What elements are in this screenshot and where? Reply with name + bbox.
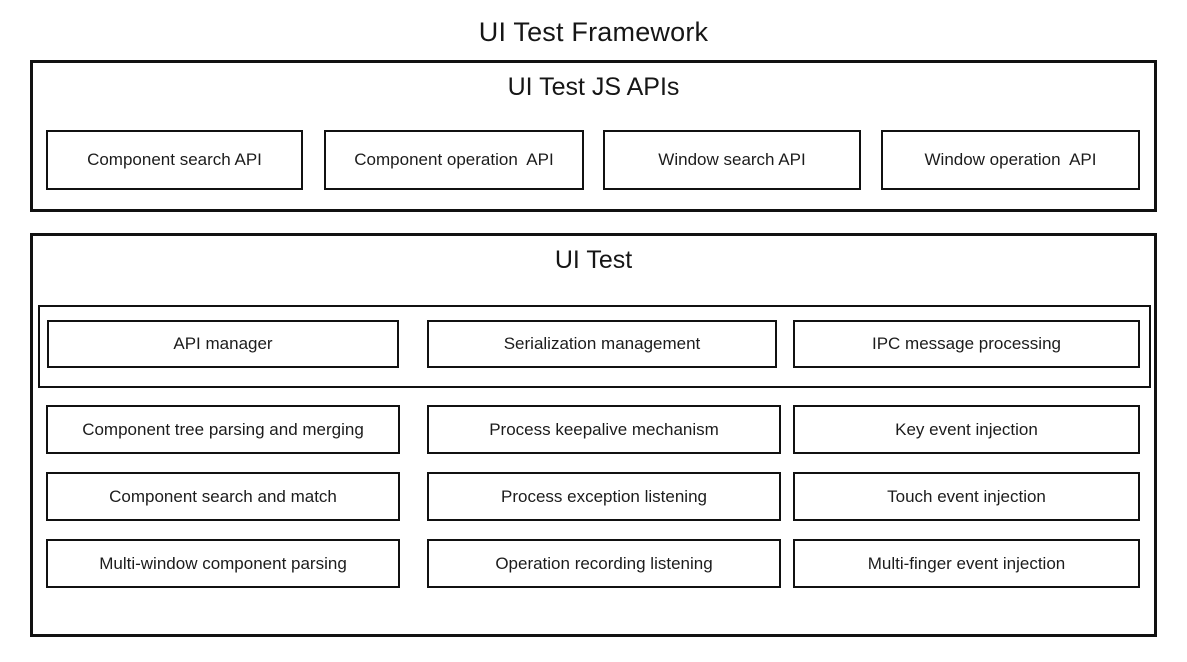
process-keepalive-mechanism-box: Process keepalive mechanism — [427, 405, 781, 454]
component-tree-parsing-merging-box: Component tree parsing and merging — [46, 405, 400, 454]
ui-test-js-apis-title: UI Test JS APIs — [507, 73, 680, 101]
api-manager-box: API manager — [47, 320, 399, 368]
ui-test-title: UI Test — [554, 246, 633, 274]
component-search-match-box: Component search and match — [46, 472, 400, 521]
window-search-api-box: Window search API — [603, 130, 861, 190]
window-operation-api-box: Window operation API — [881, 130, 1140, 190]
multi-window-component-parsing-box: Multi-window component parsing — [46, 539, 400, 588]
component-search-api-box: Component search API — [46, 130, 303, 190]
process-exception-listening-box: Process exception listening — [427, 472, 781, 521]
diagram-title: UI Test Framework — [478, 17, 709, 47]
operation-recording-listening-box: Operation recording listening — [427, 539, 781, 588]
ipc-message-processing-box: IPC message processing — [793, 320, 1140, 368]
touch-event-injection-box: Touch event injection — [793, 472, 1140, 521]
ui-test-section: UI Test API manager Serialization manage… — [30, 233, 1157, 637]
serialization-management-box: Serialization management — [427, 320, 777, 368]
key-event-injection-box: Key event injection — [793, 405, 1140, 454]
multi-finger-event-injection-box: Multi-finger event injection — [793, 539, 1140, 588]
ui-test-js-apis-section: UI Test JS APIs Component search API Com… — [30, 60, 1157, 212]
core-manager-group: API manager Serialization management IPC… — [38, 305, 1151, 388]
component-operation-api-box: Component operation API — [324, 130, 584, 190]
